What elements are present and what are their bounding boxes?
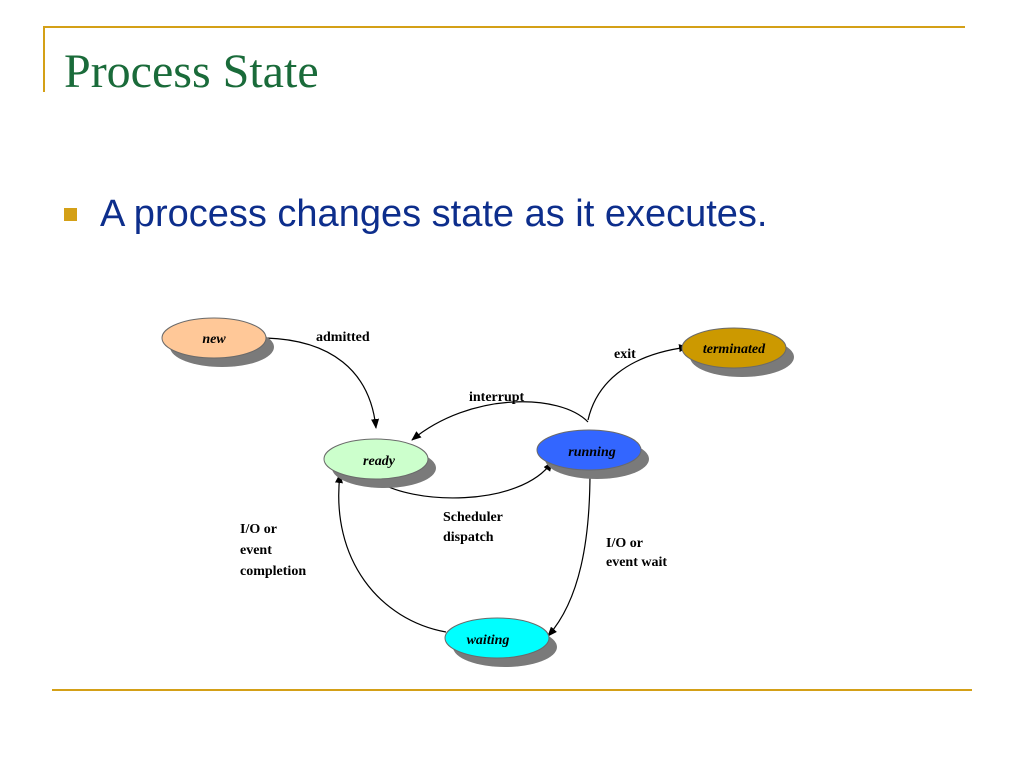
- state-ready-shape: [323, 438, 429, 480]
- label-io-event-wait-line-2: event wait: [606, 555, 667, 570]
- edge-admitted: [265, 337, 380, 429]
- state-running: running: [536, 429, 649, 479]
- edge-io-event-wait: [547, 471, 591, 637]
- top-accent-line: [43, 26, 965, 28]
- label-scheduler-dispatch: Scheduler dispatch: [443, 510, 503, 545]
- state-terminated-shape: [681, 327, 787, 369]
- label-io-event-completion-line-2: event: [240, 543, 272, 558]
- state-waiting: waiting: [444, 617, 557, 667]
- edge-scheduler-dispatch: [375, 461, 553, 499]
- bottom-accent-line: [52, 689, 972, 691]
- label-io-event-completion-line-3: completion: [240, 564, 306, 579]
- state-new-label: new: [202, 332, 226, 347]
- label-io-event-wait: I/O or event wait: [606, 536, 667, 570]
- slide-title: Process State: [64, 45, 319, 98]
- label-interrupt: interrupt: [469, 390, 525, 405]
- label-io-event-wait-line-1: I/O or: [606, 536, 643, 551]
- label-exit: exit: [614, 347, 636, 362]
- left-accent-line: [43, 26, 45, 92]
- state-ready: ready: [323, 438, 436, 488]
- state-waiting-shape: [444, 617, 550, 659]
- state-new-shape: [161, 317, 267, 359]
- label-admitted: admitted: [316, 330, 370, 345]
- square-bullet-icon: [64, 208, 77, 221]
- state-terminated: terminated: [681, 327, 794, 377]
- bullet-text: A process changes state as it executes.: [100, 193, 768, 235]
- state-waiting-label: waiting: [467, 633, 510, 648]
- state-running-shape: [536, 429, 642, 471]
- label-io-event-completion: I/O or event completion: [240, 522, 306, 579]
- state-terminated-label: terminated: [703, 342, 766, 357]
- label-io-event-completion-line-1: I/O or: [240, 522, 277, 537]
- edge-interrupt: [411, 401, 589, 441]
- edge-io-event-completion: [334, 473, 447, 633]
- state-ready-label: ready: [363, 454, 396, 469]
- state-new: new: [161, 317, 274, 367]
- state-running-label: running: [568, 445, 615, 460]
- label-scheduler-dispatch-line-2: dispatch: [443, 530, 494, 545]
- edge-exit: [587, 344, 689, 421]
- label-scheduler-dispatch-line-1: Scheduler: [443, 510, 503, 525]
